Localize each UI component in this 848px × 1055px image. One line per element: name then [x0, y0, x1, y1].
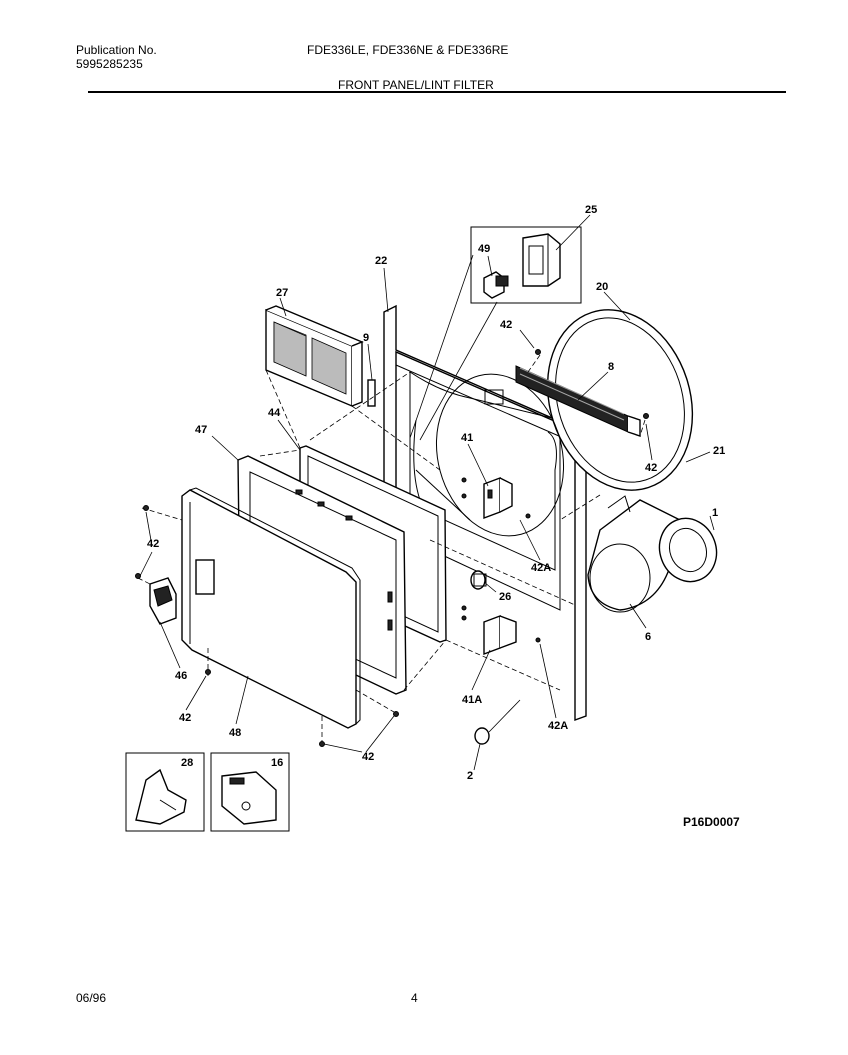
model-numbers: FDE336LE, FDE336NE & FDE336RE	[307, 43, 509, 57]
section-title: FRONT PANEL/LINT FILTER	[338, 78, 494, 92]
page-number: 4	[411, 991, 418, 1005]
callout-20: 20	[596, 281, 608, 293]
inset-box-28	[125, 752, 205, 832]
part-6-duct	[587, 495, 681, 613]
callout-44: 44	[268, 407, 281, 419]
callout-21: 21	[713, 445, 725, 457]
header-divider	[88, 91, 786, 93]
callout-49: 49	[478, 243, 490, 255]
part-27-lint-screen	[265, 305, 364, 408]
publication-number: 5995285235	[76, 57, 143, 71]
callout-42-top: 42	[500, 319, 512, 331]
callout-41: 41	[461, 432, 473, 444]
callout-28: 28	[181, 757, 193, 769]
callout-22: 22	[375, 255, 387, 267]
callout-42-bottom-left: 42	[179, 712, 191, 724]
part-20-drum-seal	[546, 309, 694, 491]
part-41a-hinge-bracket	[483, 614, 517, 656]
part-48-door-panel	[181, 487, 361, 729]
inset-box-25-49	[409, 226, 582, 441]
part-2-door-catch	[474, 699, 521, 745]
callout-42a-upper: 42A	[531, 562, 551, 574]
callout-41a: 41A	[462, 694, 482, 706]
part-1-duct-seal	[658, 517, 718, 583]
callout-42-left: 42	[147, 538, 159, 550]
assembly-lines	[137, 354, 646, 742]
callout-9: 9	[363, 332, 369, 344]
callout-27: 27	[276, 287, 288, 299]
part-26-actuator	[470, 570, 487, 590]
callout-8: 8	[608, 361, 614, 373]
callout-6: 6	[645, 631, 651, 643]
callout-42-bottom: 42	[362, 751, 374, 763]
inset-box-16	[210, 752, 290, 832]
screws	[135, 349, 649, 747]
callout-47: 47	[195, 424, 207, 436]
footer-date: 06/96	[76, 991, 107, 1005]
leader-lines	[139, 214, 715, 771]
callout-2: 2	[467, 770, 473, 782]
publication-label: Publication No.	[76, 43, 157, 57]
callout-16: 16	[271, 757, 283, 769]
drum-opening-ring	[435, 373, 565, 537]
callout-46: 46	[175, 670, 187, 682]
callout-48: 48	[229, 727, 241, 739]
part-46-door-stop	[149, 577, 177, 625]
figure-code: P16D0007	[683, 815, 740, 829]
callout-1: 1	[712, 507, 718, 519]
part-49-switch	[483, 271, 509, 299]
part-41-hinge-bracket	[483, 476, 513, 520]
part-8-lint-filter	[515, 365, 641, 437]
part-9-bracket	[367, 379, 376, 407]
part-25-lint-housing	[522, 233, 561, 287]
callout-25: 25	[585, 204, 597, 216]
callout-26: 26	[499, 591, 511, 603]
callout-42a-lower: 42A	[548, 720, 568, 732]
callout-42-right: 42	[645, 462, 657, 474]
